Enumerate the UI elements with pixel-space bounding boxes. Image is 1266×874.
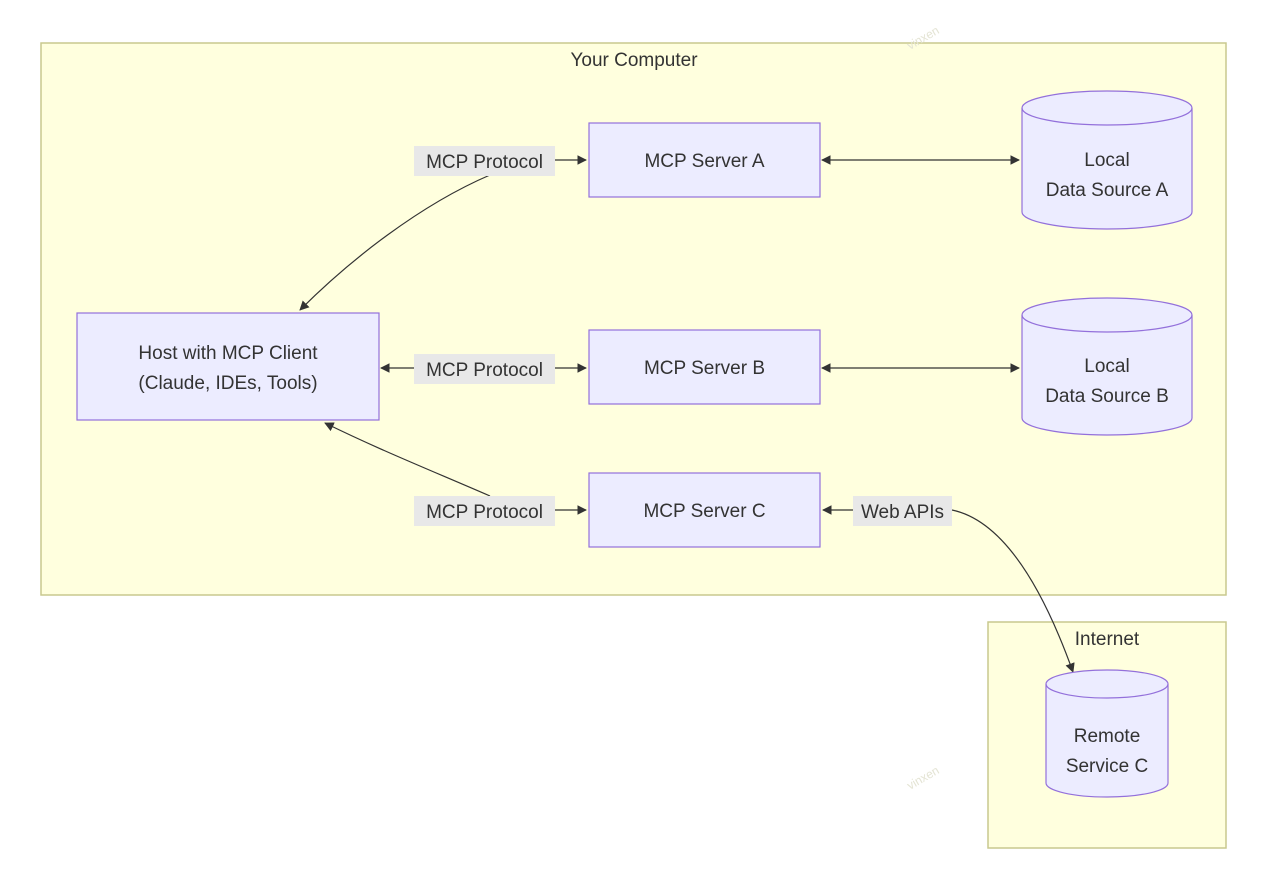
svg-text:Local: Local [1084,150,1129,171]
node-mcp-server-a: MCP Server A [588,122,821,198]
svg-text:Data Source B: Data Source B [1045,386,1169,407]
cluster-internet: Internet [987,621,1227,849]
svg-text:Remote: Remote [1074,726,1141,747]
svg-text:MCP Server C: MCP Server C [643,501,765,522]
cluster-your-computer-title: Your Computer [570,50,698,71]
edge-label-host-b: MCP Protocol [426,360,543,381]
watermark: vinxen [905,763,942,792]
edge-host-to-server-c: MCP Protocol [324,422,587,526]
node-local-data-source-a: Local Data Source A [1021,90,1193,230]
svg-text:Data Source A: Data Source A [1046,180,1169,201]
svg-text:Host with MCP Client: Host with MCP Client [138,343,318,364]
svg-text:MCP Server A: MCP Server A [644,151,764,172]
node-mcp-server-c: MCP Server C [588,472,821,548]
svg-text:(Claude, IDEs, Tools): (Claude, IDEs, Tools) [138,373,317,394]
edge-label-c-remote: Web APIs [861,502,944,523]
node-host-mcp-client: Host with MCP Client (Claude, IDEs, Tool… [76,312,380,421]
cluster-internet-title: Internet [1075,629,1140,650]
edge-label-host-a: MCP Protocol [426,152,543,173]
edge-host-to-server-b: MCP Protocol [380,354,587,384]
node-local-data-source-b: Local Data Source B [1021,297,1193,436]
svg-text:MCP Server B: MCP Server B [644,358,765,379]
edge-host-to-server-a: MCP Protocol [299,146,587,311]
node-remote-service-c: Remote Service C [1045,669,1169,798]
edge-server-c-to-remote: Web APIs [822,496,1075,673]
edge-label-host-c: MCP Protocol [426,502,543,523]
svg-text:Local: Local [1084,356,1129,377]
node-mcp-server-b: MCP Server B [588,329,821,405]
svg-text:Service C: Service C [1066,756,1148,777]
